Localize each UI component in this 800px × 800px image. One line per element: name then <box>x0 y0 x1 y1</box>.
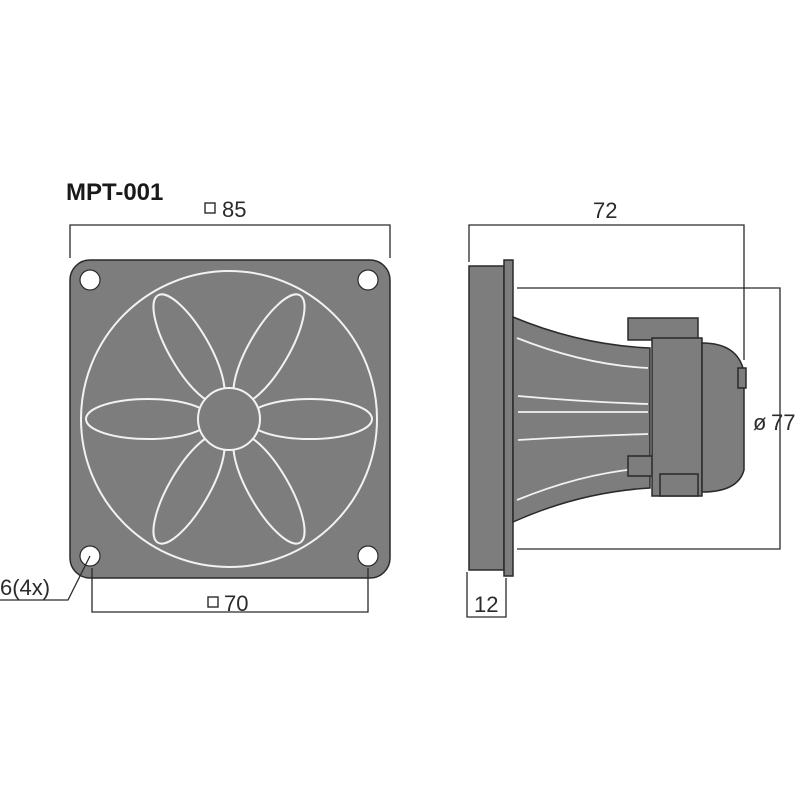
dimension-hole-spacing: 70 <box>91 568 369 616</box>
square-symbol-icon <box>207 596 219 608</box>
horn-diameter-label: 77 <box>771 410 795 435</box>
mounting-holes <box>79 269 379 567</box>
dimension-depth: 72 <box>468 198 745 360</box>
dimension-horn-diameter: ø 77 <box>517 287 795 550</box>
model-title: MPT-001 <box>66 179 163 206</box>
horn-body <box>512 315 651 524</box>
front-width-label: 85 <box>222 197 246 222</box>
diameter-symbol: ø <box>753 410 766 435</box>
horn-outline-circle <box>80 270 378 568</box>
side-view <box>468 259 747 577</box>
mounting-hole-top-right <box>357 269 379 291</box>
dimension-flange-thickness: 12 <box>466 572 507 618</box>
center-hub <box>197 387 261 451</box>
flange-ring <box>503 259 514 577</box>
mounting-hole-bottom-right <box>357 545 379 567</box>
hole-diameter-label: 6(4x) <box>0 575 50 600</box>
flange-thickness-label: 12 <box>474 592 498 617</box>
dimension-front-width: 85 <box>69 197 391 258</box>
top-clamp <box>627 317 699 341</box>
front-view <box>69 259 391 579</box>
driver-housing <box>701 342 745 493</box>
terminal-tab <box>737 367 747 389</box>
dimension-hole-diameter: 6(4x) <box>0 555 91 601</box>
flange <box>468 265 505 571</box>
square-symbol-icon <box>204 202 216 214</box>
driver-foot <box>659 473 699 497</box>
mounting-hole-top-left <box>79 269 101 291</box>
hole-spacing-label: 70 <box>224 591 248 616</box>
depth-label: 72 <box>593 198 617 223</box>
driver-flange <box>651 337 703 497</box>
